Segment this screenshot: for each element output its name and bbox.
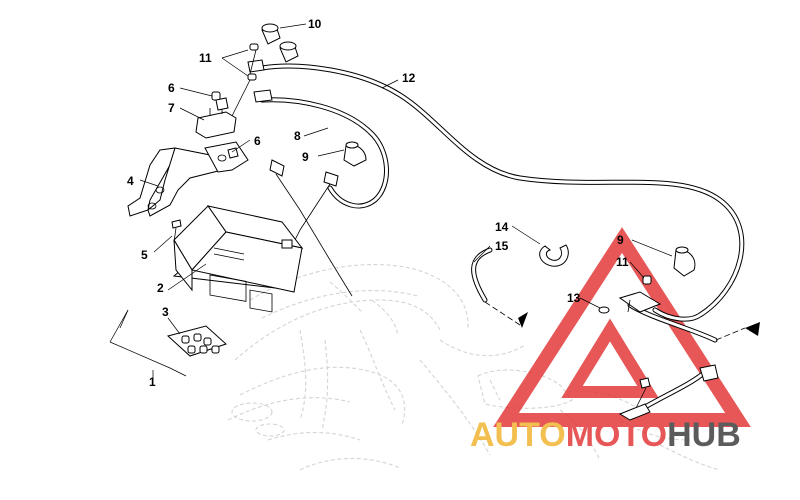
watermark-word-hub: HUB <box>667 416 741 454</box>
callout-12: 12 <box>402 71 416 85</box>
part-3-battery-bolt-kit <box>166 325 227 357</box>
part-9-terminal-cap-right <box>673 246 696 277</box>
callout-15: 15 <box>495 239 509 253</box>
cable-12-main-lead <box>259 63 745 322</box>
part-6-nut-upper <box>211 91 221 101</box>
cable-15-ground-lead <box>471 247 521 326</box>
callout-9-right: 9 <box>617 233 624 247</box>
leader-lines <box>139 23 673 378</box>
callout-10: 10 <box>308 17 322 31</box>
part-2-battery <box>172 205 304 313</box>
part-10-terminal-covers <box>261 23 299 63</box>
scooter-frame-outline <box>227 264 721 471</box>
callout-3: 3 <box>162 305 169 319</box>
part-7-starter-relay <box>195 97 237 139</box>
flow-arrow-icon <box>518 312 528 328</box>
callout-11-right: 11 <box>616 255 629 269</box>
callout-14: 14 <box>495 220 509 234</box>
flow-arrow-icon <box>745 322 760 336</box>
part-11-terminal-bolts <box>229 43 273 121</box>
starter-bracket <box>618 291 662 421</box>
watermark-word-moto: MOTO <box>566 416 667 454</box>
callout-4: 4 <box>127 174 134 188</box>
callout-2: 2 <box>157 281 164 295</box>
watermark-triangle-logo-icon <box>493 227 751 427</box>
callout-9-left: 9 <box>302 150 309 164</box>
cable-8-battery-lead <box>259 97 389 209</box>
callout-5: 5 <box>141 248 148 262</box>
watermark-word-auto: AUTO <box>470 416 566 454</box>
part-1-kit-bracket <box>109 309 187 377</box>
callout-8: 8 <box>294 129 301 143</box>
callout-7: 7 <box>168 101 175 115</box>
part-14-cable-clip <box>539 244 569 267</box>
watermark-text: AUTOMOTOHUB <box>470 416 741 454</box>
callout-6-upper: 6 <box>168 81 175 95</box>
part-9-terminal-caps <box>269 141 367 297</box>
part-11-nut-right <box>642 275 652 285</box>
part-13-washer <box>598 306 610 314</box>
callout-11-left: 11 <box>199 51 212 65</box>
callout-labels: 1 2 3 4 5 6 7 6 8 9 10 11 12 13 9 11 14 … <box>127 17 629 389</box>
callout-13: 13 <box>567 291 581 305</box>
callout-1: 1 <box>149 375 156 389</box>
callout-6-lower: 6 <box>254 134 261 148</box>
part-5-screw <box>171 219 182 243</box>
part-4-battery-bracket <box>127 141 249 217</box>
autmotohub-watermark: AUTOMOTOHUB <box>470 227 751 454</box>
